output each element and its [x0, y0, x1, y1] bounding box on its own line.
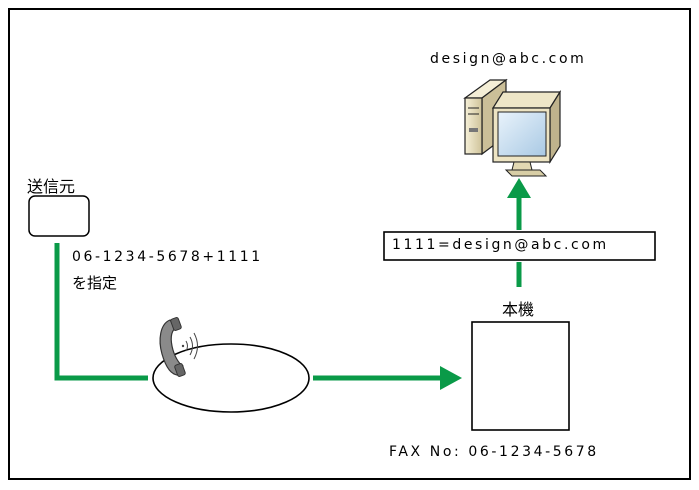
sender-label: 送信元 [27, 177, 76, 196]
sender-dial-instruction: を指定 [72, 274, 118, 292]
rule-to-computer-arrowhead [507, 178, 531, 198]
computer-icon [463, 78, 562, 177]
routing-rule-text: 1111=design@abc.com [392, 237, 609, 253]
network-to-machine-arrowhead [440, 366, 462, 390]
machine-box [471, 321, 570, 431]
phone-icon [159, 317, 198, 377]
sender-dial-number: 06-1234-5678+1111 [72, 249, 263, 265]
sender-to-network-line [54, 243, 148, 381]
destination-email: design@abc.com [430, 51, 587, 67]
machine-label: 本機 [502, 300, 535, 319]
network-ellipse [152, 343, 310, 413]
machine-fax-number: FAX No: 06-1234-5678 [389, 444, 599, 460]
sender-device-box [28, 195, 90, 237]
routing-rule-box [383, 231, 656, 261]
